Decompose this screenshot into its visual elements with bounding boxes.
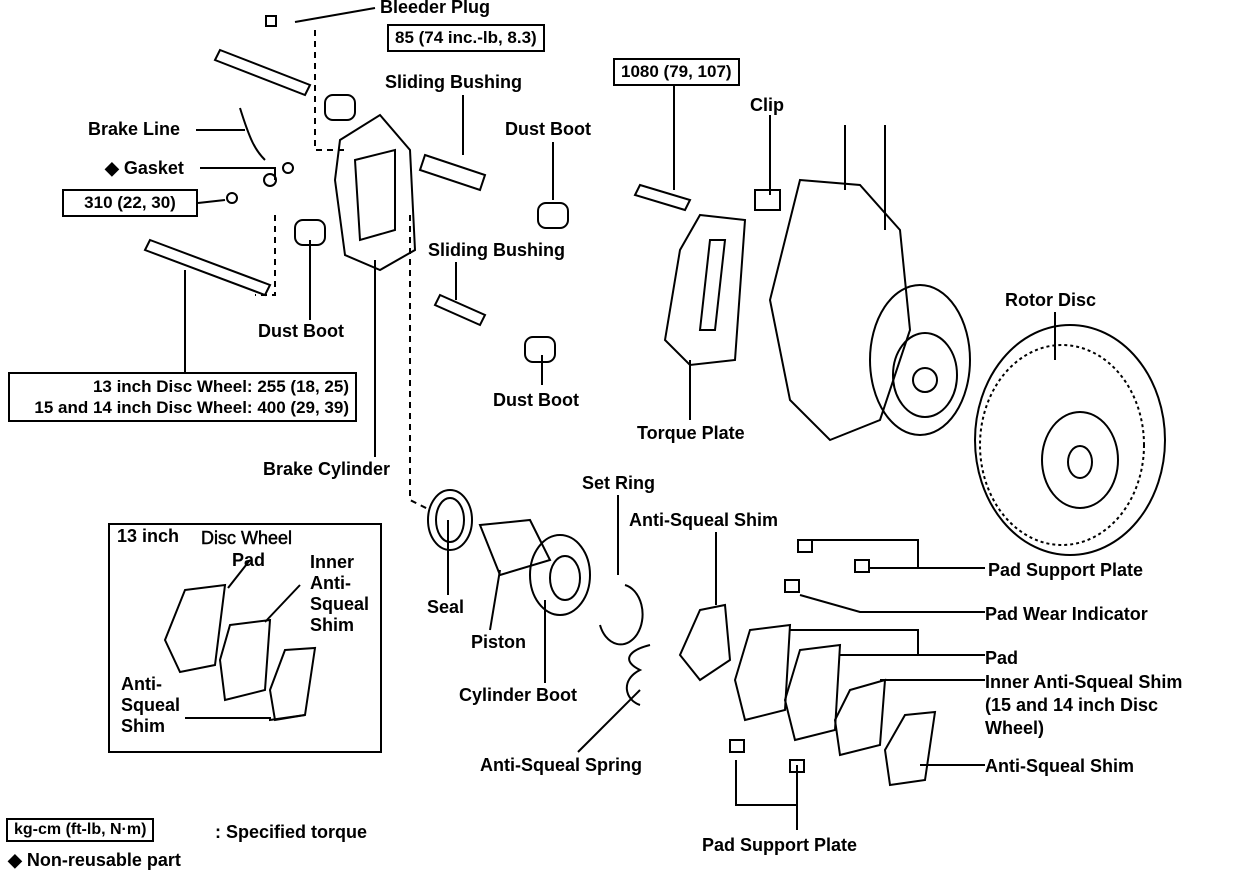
assembly-dashed-lines [255, 30, 431, 511]
inset-label-shim: Anti- Squeal Shim [121, 674, 180, 737]
label-dust-boot-left: Dust Boot [258, 321, 344, 341]
torque-slide-pin-15-14: 15 and 14 inch Disc Wheel: 400 (29, 39) [34, 398, 349, 417]
label-rotor-disc: Rotor Disc [1005, 290, 1097, 310]
inset-inner-l1: Inner [310, 552, 355, 572]
label-anti-squeal-spring: Anti-Squeal Spring [480, 755, 642, 775]
label-bleeder-plug: Bleeder Plug [380, 0, 491, 17]
pad-assembly-sketch [678, 539, 937, 787]
inset-inner-l2: Anti- [310, 573, 351, 593]
inset-shim-l2: Squeal [121, 695, 181, 715]
caliper-sketch [143, 15, 692, 363]
label-pad: Pad [985, 648, 1019, 668]
legend-torque-desc: : Specified torque [215, 822, 368, 842]
leader-lines [184, 7, 1056, 830]
inset-shim-l1: Anti- [121, 674, 162, 694]
torque-brake-line: 310 (22, 30) [62, 189, 198, 217]
inset-inner-l3: Squeal [310, 594, 370, 614]
inset-label-inner-shim: Inner Anti- Squeal Shim [310, 552, 369, 636]
label-brake-cylinder: Brake Cylinder [263, 459, 391, 479]
legend-non-reusable: ◆ Non-reusable part [8, 850, 181, 870]
label-dust-boot-upper: Dust Boot [505, 119, 591, 139]
label-brake-line: Brake Line [88, 119, 181, 139]
inset-label-pad: Pad [232, 550, 266, 570]
label-anti-squeal-shim-right: Anti-Squeal Shim [985, 756, 1135, 776]
label-seal: Seal [427, 597, 465, 617]
label-sliding-bushing-lower: Sliding Bushing [428, 240, 565, 260]
inset-title-wheel: Disc Wheel [201, 528, 293, 549]
label-cylinder-boot: Cylinder Boot [459, 685, 578, 705]
label-torque-plate: Torque Plate [637, 423, 745, 443]
torque-slide-pin-13: 13 inch Disc Wheel: 255 (18, 25) [92, 377, 349, 396]
label-set-ring: Set Ring [582, 473, 656, 493]
torque-slide-pin: 13 inch Disc Wheel: 255 (18, 25) 15 and … [8, 372, 357, 422]
label-sliding-bushing-upper: Sliding Bushing [385, 72, 522, 92]
inset-13-inch-disc-wheel [108, 523, 382, 753]
label-pad-wear-indicator: Pad Wear Indicator [985, 604, 1148, 624]
inner-shim-l2: (15 and 14 inch Disc [985, 695, 1159, 715]
label-piston: Piston [471, 632, 527, 652]
rotor-disc-sketch [974, 324, 1166, 556]
torque-plate-knuckle-sketch [663, 125, 971, 442]
inset-title-size: 13 inch [117, 526, 180, 546]
piston-assembly-sketch [427, 489, 651, 706]
label-inner-anti-squeal-shim: Inner Anti-Squeal Shim (15 and 14 inch D… [985, 671, 1182, 740]
label-pad-support-plate-lower: Pad Support Plate [702, 835, 858, 855]
label-clip: Clip [750, 95, 784, 115]
label-dust-boot-lower: Dust Boot [493, 390, 579, 410]
inner-shim-l3: Wheel) [985, 718, 1045, 738]
label-pad-support-plate-upper: Pad Support Plate [988, 560, 1144, 580]
inset-pad-sketch [163, 559, 317, 722]
label-gasket: ◆ Gasket [105, 158, 184, 178]
torque-torque-plate-bolt: 1080 (79, 107) [613, 58, 740, 86]
legend-torque-unit: kg-cm (ft-lb, N·m) [6, 818, 155, 842]
inner-shim-l1: Inner Anti-Squeal Shim [985, 672, 1183, 692]
inset-inner-l4: Shim [310, 615, 355, 635]
torque-bleeder-plug: 85 (74 inc.-lb, 8.3) [387, 24, 545, 52]
label-anti-squeal-shim-top: Anti-Squeal Shim [629, 510, 779, 530]
inset-shim-l3: Shim [121, 716, 166, 736]
